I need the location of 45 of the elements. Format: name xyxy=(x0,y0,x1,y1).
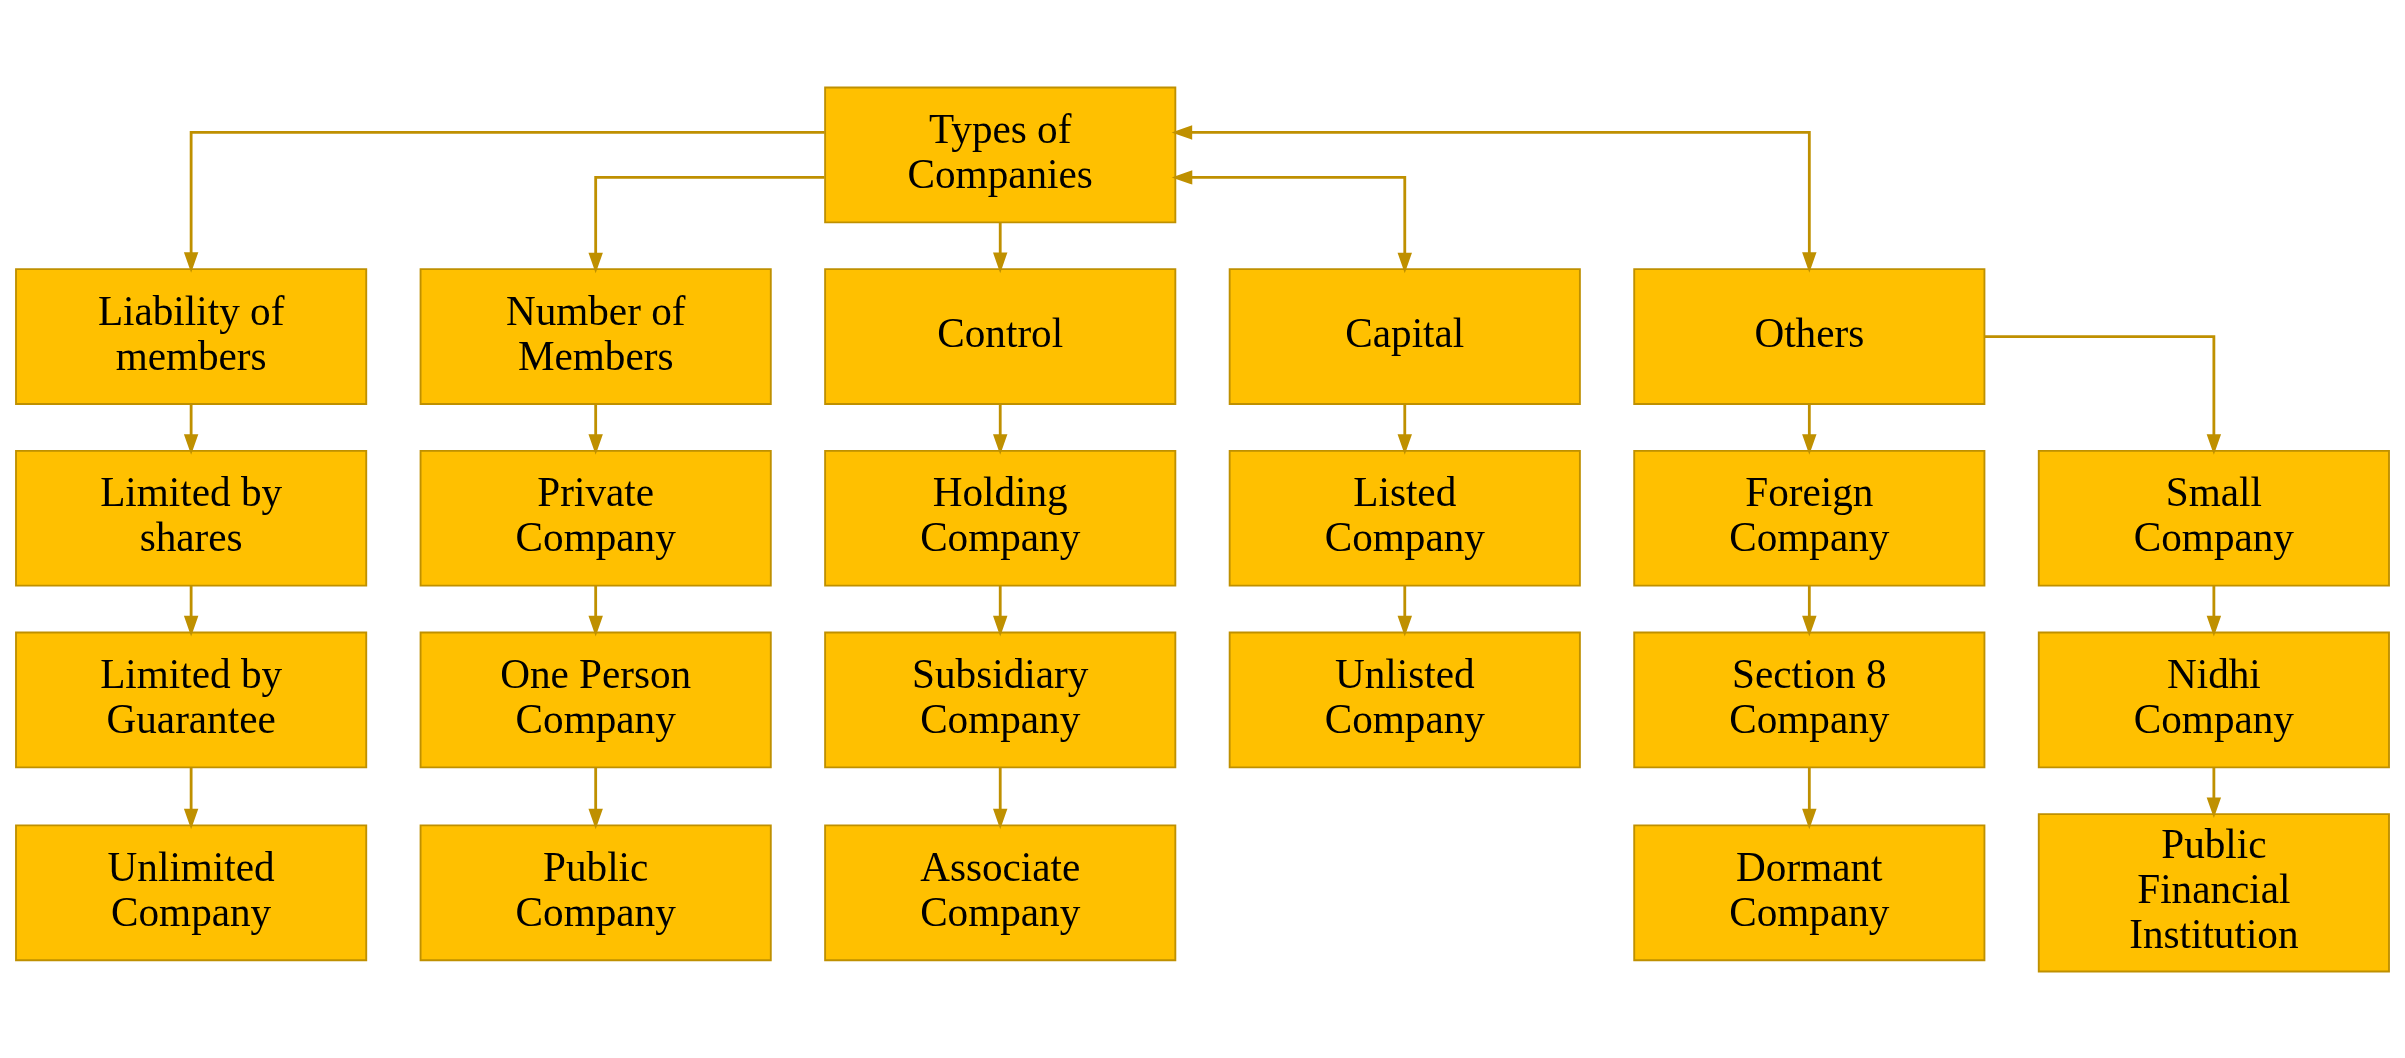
arrow xyxy=(588,585,603,636)
arrow xyxy=(2206,766,2222,818)
node-box: Number of Members xyxy=(419,267,772,405)
node-box: Control xyxy=(824,267,1177,405)
arrow xyxy=(1171,169,1412,273)
arrow xyxy=(993,222,1008,273)
node-box: Foreign Company xyxy=(1633,449,1986,587)
node-box: Public Company xyxy=(419,824,772,961)
node-box: Public Financial Institution xyxy=(2037,812,2390,972)
node-box: Dormant Company xyxy=(1633,824,1986,961)
arrow xyxy=(993,403,1008,455)
node-box: Holding Company xyxy=(824,449,1177,587)
node-box: Capital xyxy=(1228,267,1581,405)
arrow xyxy=(1802,766,1817,829)
arrow xyxy=(1802,403,1817,455)
node-box: Types of Companies xyxy=(824,86,1177,223)
node-box: Associate Company xyxy=(824,824,1177,961)
arrow xyxy=(183,403,199,455)
arrow xyxy=(993,585,1008,636)
arrow xyxy=(993,766,1008,829)
node-box: Listed Company xyxy=(1228,449,1581,587)
node-box: Others xyxy=(1633,267,1986,405)
arrow xyxy=(1985,334,2222,455)
arrow xyxy=(1171,124,1817,273)
arrow xyxy=(1397,403,1412,455)
arrow xyxy=(1802,585,1817,636)
arrow xyxy=(183,766,199,829)
arrow xyxy=(1397,585,1412,636)
node-box: Subsidiary Company xyxy=(824,631,1177,768)
node-box: Nidhi Company xyxy=(2037,631,2390,768)
arrow xyxy=(588,175,825,273)
arrow xyxy=(588,766,603,829)
node-box: Liability of members xyxy=(15,267,368,405)
node-box: Section 8 Company xyxy=(1633,631,1986,768)
node-box: Limited by shares xyxy=(15,449,368,587)
arrow xyxy=(183,130,825,273)
arrow xyxy=(2206,585,2222,636)
node-box: Private Company xyxy=(419,449,772,587)
node-box: One Person Company xyxy=(419,631,772,768)
arrow xyxy=(588,403,603,455)
node-box: Unlimited Company xyxy=(15,824,368,961)
node-box: Unlisted Company xyxy=(1228,631,1581,768)
node-box: Limited by Guarantee xyxy=(15,631,368,768)
node-box: Small Company xyxy=(2037,449,2390,587)
arrow xyxy=(183,585,199,636)
